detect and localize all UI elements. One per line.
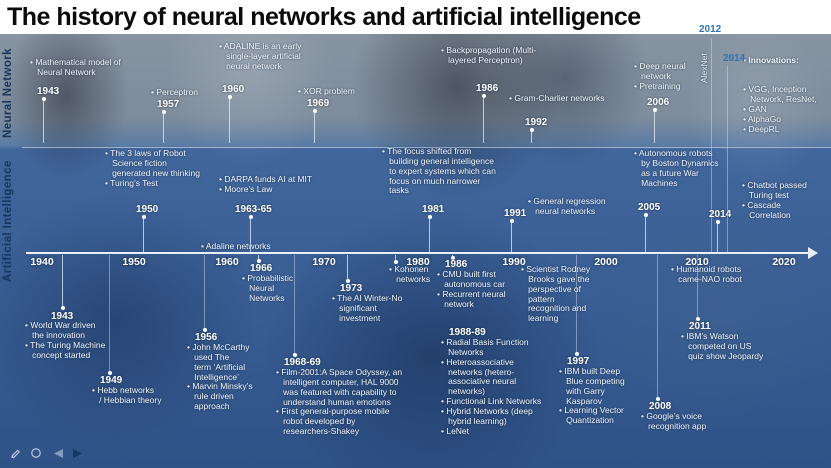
ai-2014-connector (715, 220, 720, 252)
ai-1991-text: • General regression neural networks (528, 196, 606, 216)
nn-2012-year: 2012 (699, 24, 722, 35)
laser-pointer-icon[interactable] (29, 446, 43, 460)
ai-1950-year: 1950 (136, 204, 159, 215)
nn-1957-text: • Perceptron (151, 87, 198, 97)
ai-2011-text: • IBM’s Watson competed on US quiz show … (681, 331, 764, 361)
ai-adaline-text: • Adaline networks (201, 241, 271, 251)
decade-1950: 1950 (122, 256, 146, 268)
ai-1943-connector (60, 255, 65, 310)
nn-1957-connector (161, 110, 166, 143)
decade-1940: 1940 (30, 256, 54, 268)
ai-2014-text: • Chatbot passed Turing test • Cascade C… (742, 180, 807, 220)
ai-kohonen-connector (393, 255, 398, 264)
ai-1973-text: • The AI Winter-No significant investmen… (332, 293, 403, 323)
ai-1981-text: • The focus shifted from building genera… (382, 146, 496, 196)
ai-1997-text: • IBM built Deep Blue competing with Gar… (559, 366, 625, 426)
ai-humanoid-text: • Humanoid robots came-NAO robot (671, 264, 742, 284)
ai-1968-connector (292, 255, 297, 357)
ai-1966-text: • Probabilistic Neural Networks (242, 273, 294, 303)
innovations-items: • VGG, Inception Network, ResNet, • GAN … (743, 84, 817, 134)
decade-2000: 2000 (594, 256, 618, 268)
decade-2020: 2020 (772, 256, 796, 268)
ai-1963-year: 1963-65 (235, 204, 272, 215)
nn-1992-connector (529, 128, 534, 143)
nn-2012-alexnet-label: AlexNet (699, 53, 709, 83)
nn-1960-year: 1960 (222, 84, 245, 95)
ai-2005-text: • Autonomous robots by Boston Dynamics a… (634, 148, 719, 188)
ai-1973-connector (345, 255, 350, 283)
nn-1992-year: 1992 (525, 117, 548, 128)
nn-1986-connector (481, 94, 486, 143)
timeline-arrow-icon (808, 247, 818, 259)
next-slide-button[interactable] (71, 446, 85, 460)
nn-1969-connector (312, 109, 317, 143)
ai-1991-connector (509, 219, 514, 252)
decade-1960: 1960 (215, 256, 239, 268)
nn-2014-connector (727, 66, 728, 252)
nn-1969-year: 1969 (307, 98, 330, 109)
ai-2008-connector (655, 255, 660, 401)
nn-1960-connector (227, 95, 232, 143)
ai-rodney-brooks-text: • Scientist Rodney Brooks gave the persp… (521, 264, 591, 324)
section-label-artificial-intelligence: Artificial Intelligence (2, 160, 14, 282)
previous-slide-button[interactable] (50, 446, 64, 460)
ai-2014-year: 2014 (709, 209, 732, 220)
nn-1943-year: 1943 (37, 86, 60, 97)
ai-1991-year: 1991 (504, 208, 527, 219)
ai-1986-text: • CMU built first autonomous car • Recur… (437, 269, 506, 309)
ai-1986-connector (450, 255, 455, 260)
ai-1950-connector (141, 215, 146, 252)
ai-1956-text: • John McCarthy used The term ‘Artificia… (187, 342, 253, 412)
ai-2005-connector (643, 213, 648, 252)
nn-1960-text: • ADALINE is an early single-layer artif… (219, 41, 302, 71)
pen-icon[interactable] (8, 446, 22, 460)
nn-2006-text: • Deep neural network • Pretraining (634, 61, 686, 91)
ai-1968-text: • Film-2001:A Space Odyssey, an intellig… (276, 367, 403, 437)
ai-1981-year: 1981 (422, 204, 445, 215)
ai-1949-text: • Hebb networks / Hebbian theory (92, 385, 162, 405)
ai-1963-text: • DARPA funds AI at MIT • Moore’s Law (219, 174, 313, 194)
ai-1966-connector (256, 255, 261, 263)
page-title: The history of neural networks and artif… (7, 2, 641, 31)
innovations-header: • Innovations: (743, 54, 799, 65)
ai-1956-connector (202, 255, 207, 332)
presenter-toolbar (8, 446, 85, 460)
timeline-axis (26, 252, 810, 254)
section-label-neural-network: Neural Network (2, 48, 14, 138)
ai-1981-connector (427, 215, 432, 252)
ai-1943-text: • World War driven the innovation • The … (25, 320, 106, 360)
nn-2014-innovations: • Innovations: • VGG, Inception Network,… (743, 36, 817, 154)
nn-1986-text: • Backpropagation (Multi- layered Percep… (441, 45, 537, 65)
nn-1943-connector (41, 97, 46, 143)
nn-1943-text: • Mathematical model of Neural Network (30, 57, 121, 77)
nn-1986-year: 1986 (476, 83, 499, 94)
ai-1950-text: • The 3 laws of Robot Science fiction ge… (105, 148, 200, 188)
nn-1957-year: 1957 (157, 99, 180, 110)
decade-1970: 1970 (312, 256, 336, 268)
title-bar: The history of neural networks and artif… (0, 0, 831, 34)
ai-kohonen-text: • Kohonen networks (389, 264, 431, 284)
nn-2006-year: 2006 (647, 97, 670, 108)
nn-1992-text: • Gram-Charlier networks (509, 93, 605, 103)
ai-1988-text: • Radial Basis Function Networks • Heter… (441, 337, 542, 436)
ai-2008-text: • Google’s voice recognition app (641, 411, 707, 431)
nn-2006-connector (652, 108, 657, 143)
ai-2005-year: 2005 (638, 202, 661, 213)
nn-2014-year: 2014 (723, 53, 746, 64)
ai-1949-connector (107, 255, 112, 375)
nn-1969-text: • XOR problem (298, 86, 355, 96)
